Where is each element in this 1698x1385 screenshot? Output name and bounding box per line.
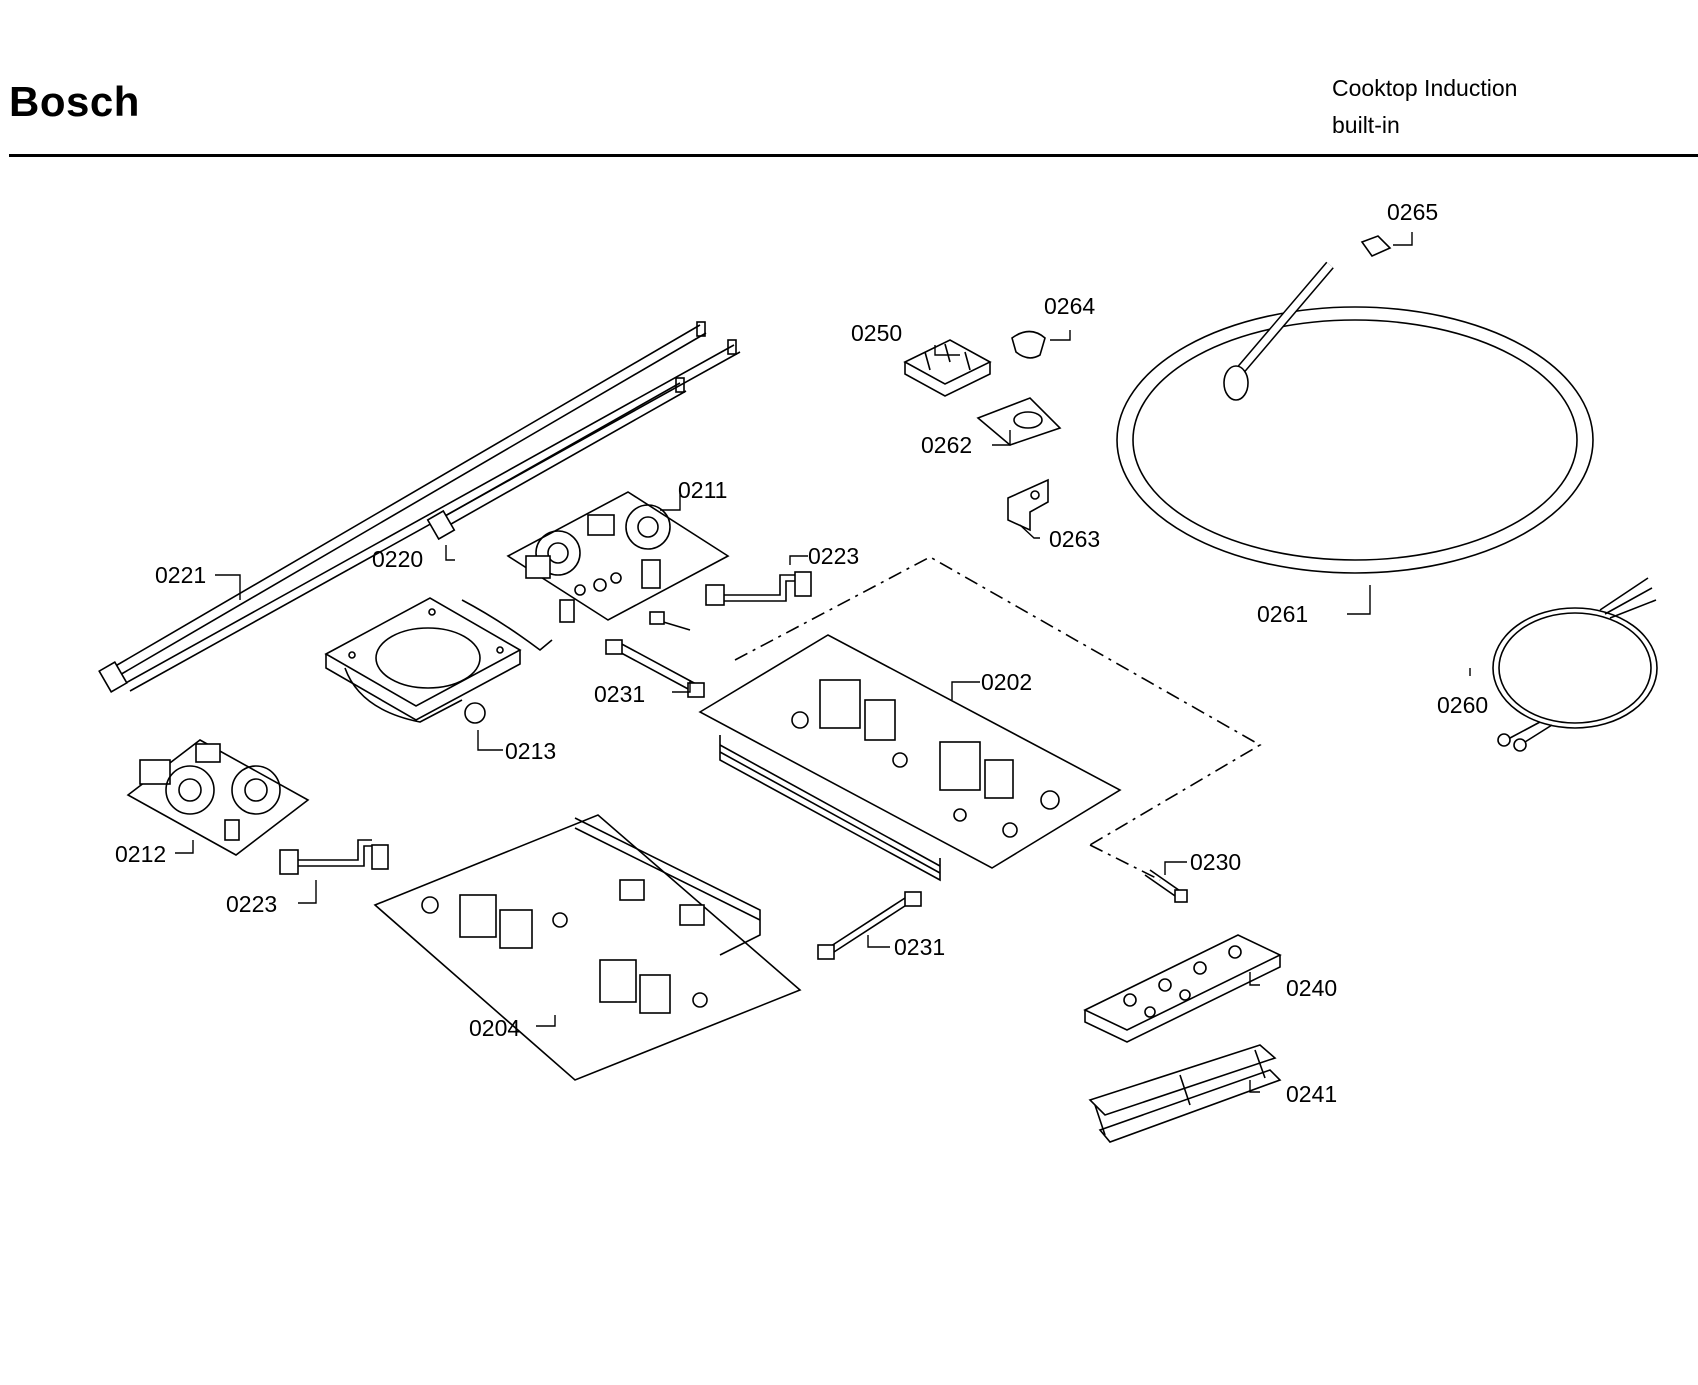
part-0212-filter-board: [126, 739, 310, 856]
part-0260-wire-set: [1492, 577, 1658, 752]
product-type-line2: built-in: [1332, 112, 1400, 138]
part-label-0261: 0261: [1257, 601, 1309, 627]
part-0240-control-board: [1083, 934, 1282, 1043]
part-0202-power-board: [698, 634, 1122, 882]
product-type-line1: Cooktop Induction: [1332, 75, 1518, 101]
part-label-0220: 0220: [372, 546, 424, 572]
part-0265-plug: [1360, 235, 1392, 257]
part-label-0223-top: 0223: [808, 543, 860, 569]
part-label-0202: 0202: [981, 669, 1033, 695]
part-label-0231-top: 0231: [594, 681, 646, 707]
part-label-0241: 0241: [1286, 1081, 1338, 1107]
part-0223-harness-top: [705, 571, 812, 606]
assembly-outline: [734, 556, 1262, 846]
leader-lines: [175, 232, 1471, 1093]
part-label-0231-bottom: 0231: [894, 934, 946, 960]
part-label-0211: 0211: [678, 477, 728, 503]
part-label-0265: 0265: [1387, 199, 1439, 225]
part-0261-power-cord: [1116, 261, 1594, 574]
part-0230-ribbon: [1144, 869, 1188, 903]
part-label-0262: 0262: [921, 432, 973, 458]
part-0223-harness-bottom: [279, 839, 389, 875]
brand-title: Bosch: [9, 78, 140, 125]
part-label-0230: 0230: [1190, 849, 1242, 875]
part-0211-filter-board: [506, 491, 730, 623]
part-0231-ribbon-bottom: [817, 891, 922, 960]
part-label-0260: 0260: [1437, 692, 1489, 718]
part-0204-power-board: [373, 814, 802, 1081]
part-0241-frame: [1088, 1044, 1282, 1143]
part-label-0250: 0250: [851, 320, 903, 346]
part-label-0204: 0204: [469, 1015, 521, 1041]
part-0262-bracket: [976, 397, 1062, 446]
part-label-0240: 0240: [1286, 975, 1338, 1001]
part-0263-clip: [1007, 478, 1049, 532]
part-label-0263: 0263: [1049, 526, 1101, 552]
part-label-0264: 0264: [1044, 293, 1096, 319]
part-0250-terminal-block: [903, 339, 992, 397]
part-0264-grommet: [1011, 330, 1046, 359]
assembly-outline-link: [1089, 844, 1161, 881]
part-0220-cable: [426, 377, 687, 541]
part-label-0221: 0221: [155, 562, 207, 588]
part-label-0212: 0212: [115, 841, 167, 867]
header-divider: [9, 154, 1698, 157]
part-label-0213: 0213: [505, 738, 557, 764]
part-0231-ribbon-top: [605, 611, 705, 698]
part-label-0223-bottom: 0223: [226, 891, 278, 917]
part-0213-fan-plate: [324, 597, 553, 724]
